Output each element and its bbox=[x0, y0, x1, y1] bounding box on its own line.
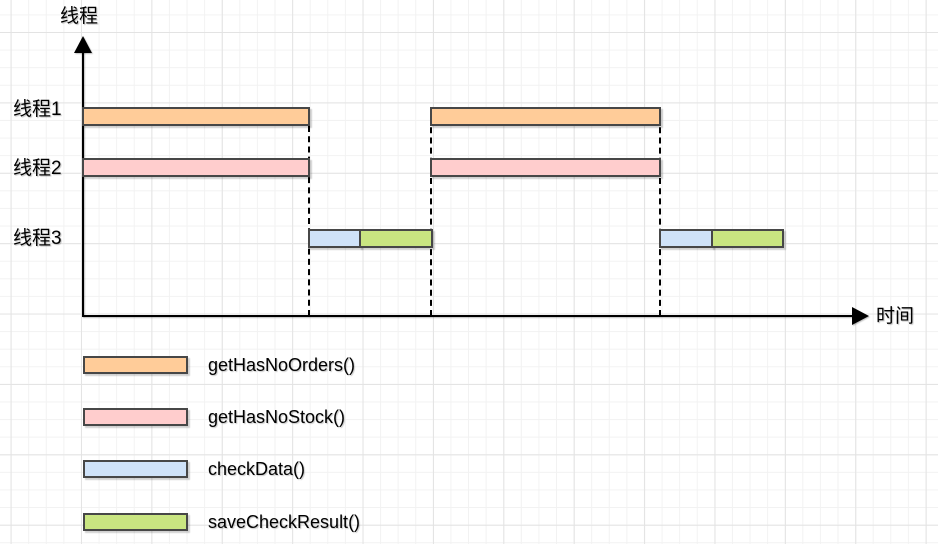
bar-gethasnostock bbox=[82, 158, 310, 177]
thread-label-3: 线程3 bbox=[13, 228, 62, 249]
bar-gethasnoorders bbox=[82, 107, 310, 126]
legend-swatch-savecheckresult bbox=[83, 513, 188, 531]
legend-swatch-checkdata bbox=[83, 460, 188, 478]
thread-label-2: 线程2 bbox=[13, 158, 62, 179]
x-axis-arrow-icon bbox=[852, 307, 869, 325]
dashed-line-1 bbox=[308, 126, 310, 316]
y-axis-line bbox=[82, 50, 84, 316]
legend-label-gethasnoorders: getHasNoOrders() bbox=[208, 355, 356, 375]
legend-item-savecheckresult: saveCheckResult() bbox=[83, 513, 360, 531]
x-axis-line bbox=[82, 315, 854, 317]
legend-item-gethasnoorders: getHasNoOrders() bbox=[83, 356, 355, 374]
bar-savecheckresult bbox=[359, 229, 433, 248]
legend-label-savecheckresult: saveCheckResult() bbox=[208, 512, 361, 532]
legend-label-checkdata: checkData() bbox=[208, 459, 306, 479]
legend-label-gethasnostock: getHasNoStock() bbox=[208, 407, 346, 427]
x-axis-title: 时间 bbox=[876, 306, 915, 327]
bar-gethasnostock bbox=[430, 158, 661, 177]
bar-checkdata bbox=[659, 229, 713, 248]
bar-checkdata bbox=[308, 229, 361, 248]
bar-savecheckresult bbox=[711, 229, 784, 248]
dashed-line-3 bbox=[659, 107, 661, 316]
y-axis-arrow-icon bbox=[74, 36, 92, 53]
legend-swatch-gethasnoorders bbox=[83, 356, 188, 374]
legend-item-checkdata: checkData() bbox=[83, 460, 305, 478]
thread-label-1: 线程1 bbox=[13, 99, 62, 120]
legend-swatch-gethasnostock bbox=[83, 408, 188, 426]
bar-gethasnoorders bbox=[430, 107, 661, 126]
y-axis-title: 线程 bbox=[60, 6, 99, 27]
legend-item-gethasnostock: getHasNoStock() bbox=[83, 408, 345, 426]
dashed-line-2 bbox=[430, 107, 432, 316]
